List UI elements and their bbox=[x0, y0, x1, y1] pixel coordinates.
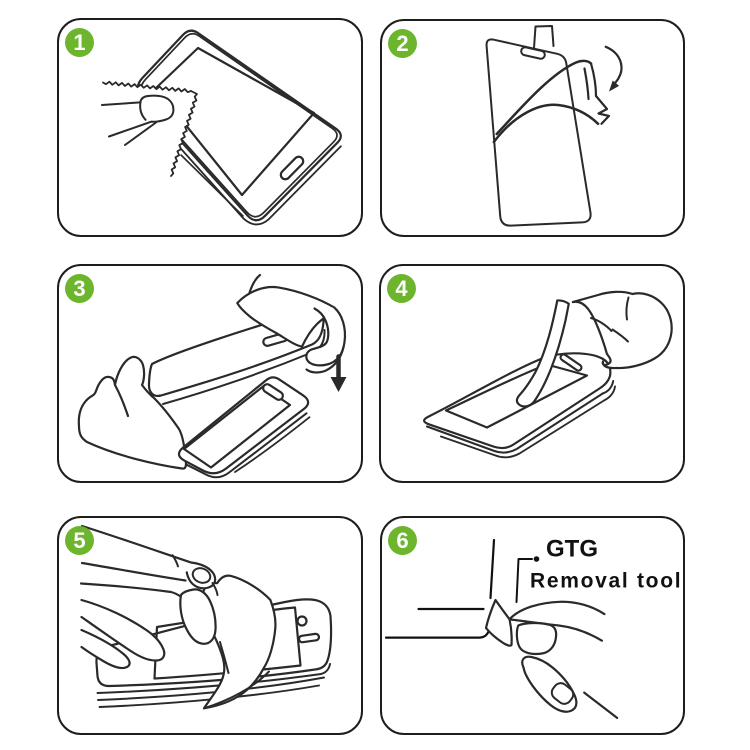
svg-text:Removal tool: Removal tool bbox=[530, 570, 682, 593]
svg-text:GTG: GTG bbox=[546, 536, 598, 563]
